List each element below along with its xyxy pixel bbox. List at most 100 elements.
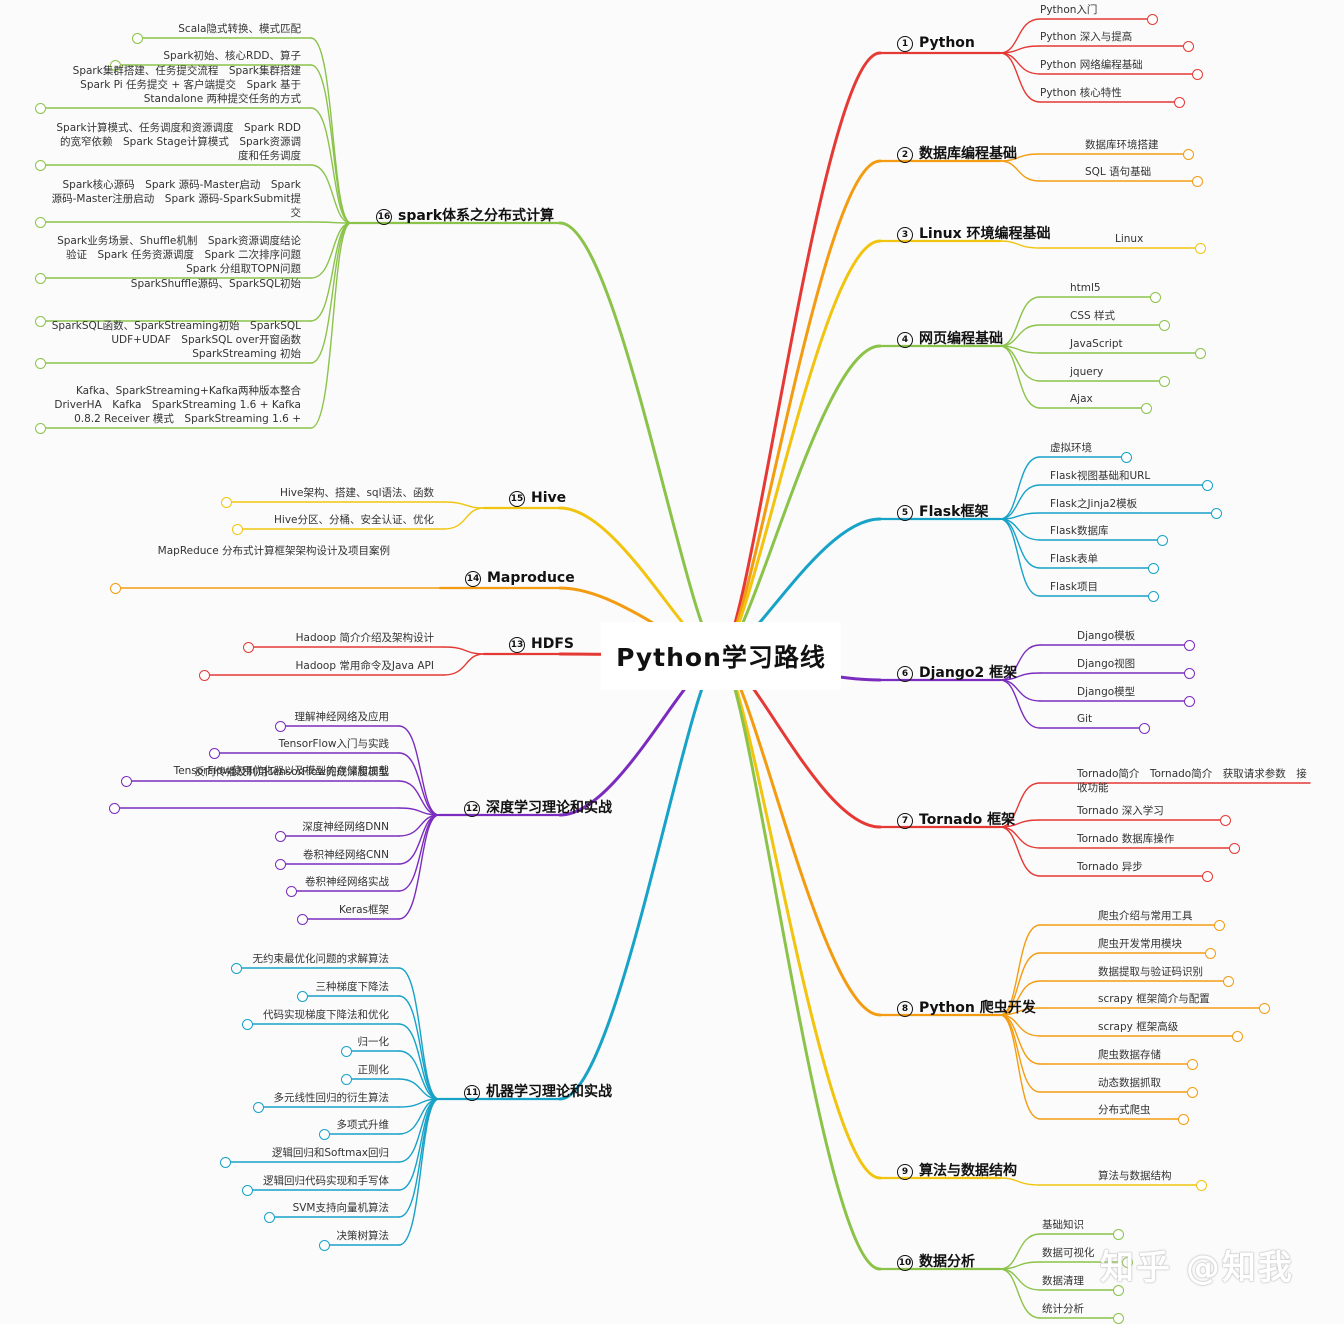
leaf-dl[interactable]: 反向传播及利用TensorFlow完成深度模型 [194,766,389,778]
leaf-mapreduce[interactable]: MapReduce 分布式计算框架架构设计及项目案例 [157,545,390,557]
leaf-ml[interactable]: 决策树算法 [336,1230,390,1242]
leaf-web[interactable]: JavaScript [1070,338,1123,350]
topic-number-badge: 10 [897,1255,913,1271]
leaf-flask[interactable]: Flask视图基础和URL [1050,470,1151,482]
leaf-flask[interactable]: Flask表单 [1050,553,1098,565]
leaf-spider[interactable]: 数据提取与验证码识别 [1098,966,1203,978]
leaf-dl[interactable]: 深度神经网络DNN [302,821,389,833]
leaf-marker-icon [1183,149,1194,160]
leaf-marker-icon [1159,376,1170,387]
leaf-spark[interactable]: SparkSQL函数、SparkStreaming初始 SparkSQL UDF… [51,320,312,360]
leaf-flask[interactable]: Flask之Jinja2模板 [1050,498,1138,510]
leaf-web[interactable]: jquery [1070,366,1104,378]
leaf-analysis[interactable]: 数据清理 [1042,1275,1084,1287]
leaf-marker-icon [1205,948,1216,959]
leaf-spark[interactable]: Scala隐式转换、模式匹配 [178,23,301,35]
leaf-flask[interactable]: Flask项目 [1050,581,1098,593]
leaf-hdfs[interactable]: Hadoop 常用命令及Java API [295,660,434,672]
leaf-django[interactable]: Django模板 [1077,630,1136,642]
leaf-dl[interactable]: 卷积神经网络实战 [305,876,389,888]
topic-number-badge: 9 [897,1164,913,1180]
leaf-analysis[interactable]: 统计分析 [1042,1303,1084,1315]
leaf-dl[interactable]: TensorFlow入门与实践 [278,738,389,750]
leaf-marker-icon [1183,41,1194,52]
leaf-web[interactable]: CSS 样式 [1070,310,1115,322]
leaf-spider[interactable]: 爬虫开发常用模块 [1098,938,1182,950]
leaf-hive[interactable]: Hive架构、搭建、sql语法、函数 [279,487,434,499]
leaf-linux[interactable]: Linux [1115,233,1144,245]
topic-label: HDFS [531,636,574,652]
leaf-python[interactable]: Python入门 [1040,4,1098,16]
leaf-hdfs[interactable]: Hadoop 简介介绍及架构设计 [295,632,434,644]
leaf-tornado[interactable]: Tornado 深入学习 [1077,805,1164,817]
leaf-dl[interactable]: TensorFlow使用优化器以及模型的存储和加载 [173,765,389,777]
topic-label: 算法与数据结构 [919,1163,1017,1179]
leaf-marker-icon [275,859,286,870]
leaf-python[interactable]: Python 核心特性 [1040,87,1122,99]
leaf-dl[interactable]: Keras框架 [338,904,389,916]
leaf-ml[interactable]: 代码实现梯度下降法和优化 [263,1009,389,1021]
leaf-web[interactable]: Ajax [1070,393,1093,405]
leaf-ml[interactable]: 多元线性回归的衍生算法 [273,1092,390,1104]
leaf-marker-icon [35,358,46,369]
leaf-ml[interactable]: 逻辑回归代码实现和手写体 [263,1175,389,1187]
leaf-tornado[interactable]: Tornado 数据库操作 [1077,833,1175,845]
leaf-spark[interactable]: Spark核心源码 Spark 源码-Master启动 Spark 源码-Mas… [51,179,301,219]
leaf-analysis[interactable]: 基础知识 [1042,1219,1084,1231]
leaf-dl[interactable]: 理解神经网络及应用 [294,711,390,723]
leaf-django[interactable]: Django视图 [1077,658,1136,670]
leaf-spark[interactable]: Spark集群搭建、任务提交流程 Spark集群搭建 Spark Pi 任务提交… [72,65,312,105]
leaf-django[interactable]: Django模型 [1077,686,1136,698]
leaf-flask[interactable]: Flask数据库 [1050,525,1109,537]
leaf-db[interactable]: SQL 语句基础 [1085,166,1152,178]
leaf-ml[interactable]: 正则化 [357,1064,390,1076]
leaf-ml[interactable]: 三种梯度下降法 [315,981,390,993]
leaf-spark[interactable]: Spark计算模式、任务调度和资源调度 Spark RDD的宽窄依赖 Spark… [56,122,301,162]
leaf-marker-icon [220,1157,231,1168]
leaf-spider[interactable]: 爬虫介绍与常用工具 [1098,910,1193,922]
leaf-python[interactable]: Python 深入与提高 [1040,31,1133,43]
leaf-python[interactable]: Python 网络编程基础 [1040,59,1143,71]
leaf-web[interactable]: html5 [1070,282,1101,294]
leaf-tornado[interactable]: Tornado简介 Tornado简介 获取请求参数 接收功能 [1077,768,1307,794]
leaf-hive[interactable]: Hive分区、分桶、安全认证、优化 [274,514,434,526]
leaf-spider[interactable]: 分布式爬虫 [1098,1104,1151,1116]
leaf-tornado[interactable]: Tornado 异步 [1077,861,1143,873]
leaf-ml[interactable]: SVM支持向量机算法 [292,1202,389,1214]
leaf-spider[interactable]: 爬虫数据存储 [1098,1049,1161,1061]
leaf-flask[interactable]: 虚拟环境 [1050,442,1092,454]
leaf-spark[interactable]: SparkShuffle源码、SparkSQL初始 [130,278,301,290]
leaf-spark[interactable]: Spark业务场景、Shuffle机制 Spark资源调度结论验证 Spark … [57,235,312,275]
leaf-analysis[interactable]: 数据可视化 [1042,1247,1095,1259]
leaf-spider[interactable]: scrapy 框架简介与配置 [1098,993,1210,1005]
leaf-ml[interactable]: 归一化 [357,1036,390,1048]
leaf-ml[interactable]: 逻辑回归和Softmax回归 [271,1147,389,1159]
leaf-dl[interactable]: 卷积神经网络CNN [302,849,389,861]
leaf-spark[interactable]: Kafka、SparkStreaming+Kafka两种版本整合 DriverH… [54,385,312,425]
central-topic[interactable]: Python学习路线 [601,622,841,690]
leaf-algo[interactable]: 算法与数据结构 [1098,1170,1172,1182]
leaf-ml[interactable]: 多项式升维 [336,1119,390,1131]
leaf-ml[interactable]: 无约束最优化问题的求解算法 [252,953,390,965]
topic-algo[interactable]: 9 算法与数据结构 [897,1160,1017,1180]
leaf-spider[interactable]: scrapy 框架高级 [1098,1021,1179,1033]
leaf-spider[interactable]: 动态数据抓取 [1098,1077,1161,1089]
leaf-django[interactable]: Git [1077,713,1093,725]
leaf-spark[interactable]: Spark初始、核心RDD、算子 [163,50,301,62]
leaf-db[interactable]: 数据库环境搭建 [1085,139,1159,151]
